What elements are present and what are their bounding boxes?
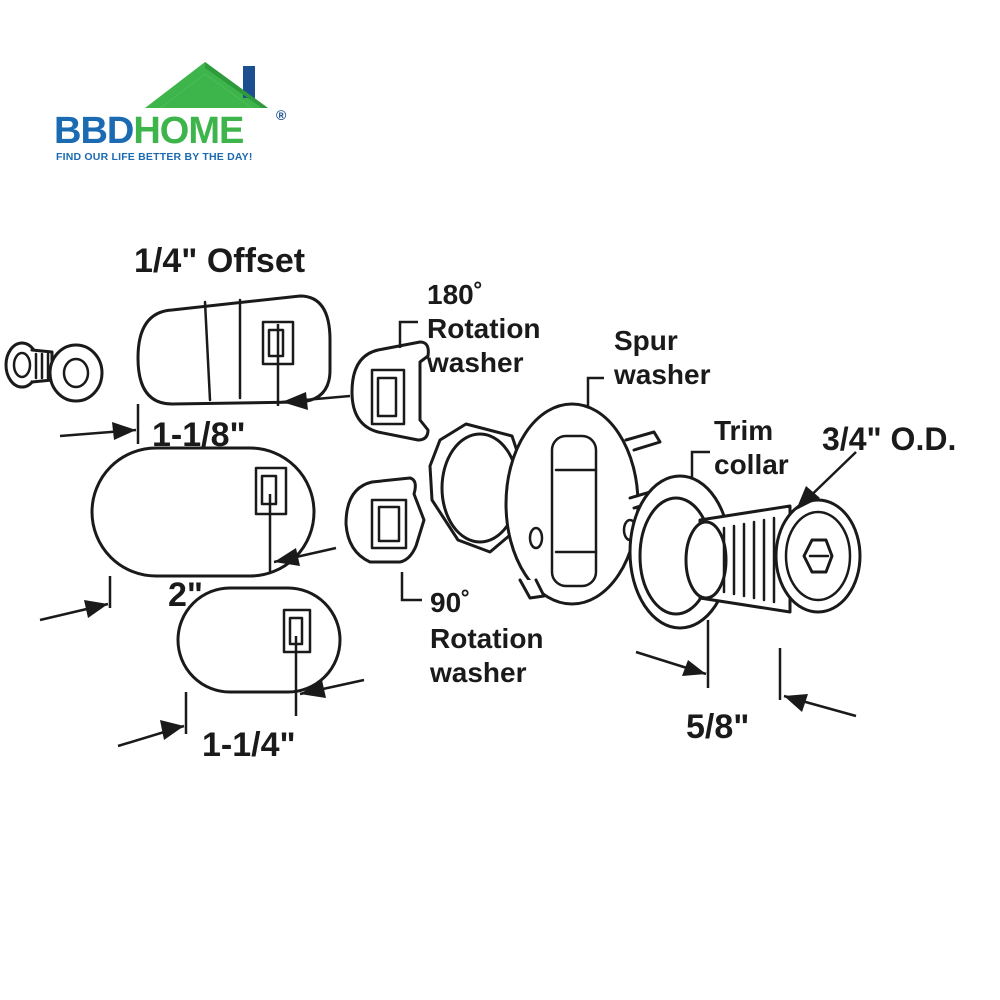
offset-title-label: 1/4" Offset [134, 242, 305, 280]
diagram-labels: 1/4" Offset 1-1/8" 2" 1-1/4" 180˚ Rotati… [134, 242, 956, 764]
offset-cam [136, 294, 332, 406]
spur-line1-label: Spur [614, 325, 678, 356]
trim-line2-label: collar [714, 449, 789, 480]
cylinder-length-label: 5/8" [686, 708, 749, 746]
cam-long-size-label: 2" [168, 576, 203, 614]
svg-text:BBDHOME: BBDHOME [54, 110, 243, 152]
cam-offset-size-label: 1-1/8" [152, 416, 246, 454]
washer-180-line1-label: Rotation [427, 313, 541, 344]
spur-washer [504, 402, 662, 606]
lock-cylinder [684, 498, 862, 614]
cam-short-size-label: 1-1/4" [202, 726, 296, 764]
washer-90-degrees-label: 90˚ [430, 587, 470, 618]
washer-180-line2-label: washer [426, 347, 524, 378]
registered-mark: ® [276, 107, 287, 123]
spur-line2-label: washer [613, 359, 711, 390]
short-cam [176, 586, 342, 694]
logo-tagline: FIND OUR LIFE BETTER BY THE DAY! [56, 151, 253, 163]
outer-diameter-label: 3/4" O.D. [822, 421, 956, 457]
callout-leaders [398, 320, 710, 602]
keyway-icon [802, 538, 834, 574]
screw [4, 341, 54, 389]
rotation-washer-90 [344, 476, 426, 564]
long-cam [90, 446, 316, 578]
logo-brand-home: HOME [133, 110, 243, 152]
house-roof-icon [145, 62, 268, 108]
washer-90-line1-label: Rotation [430, 623, 544, 654]
brand-logo: BBDHOME ® FIND OUR LIFE BETTER BY THE DA… [54, 62, 287, 163]
trim-line1-label: Trim [714, 415, 773, 446]
hex-nut [428, 422, 528, 554]
dimension-lines [39, 324, 857, 748]
shoulder-washer [48, 343, 104, 403]
washer-90-line2-label: washer [429, 657, 527, 688]
rotation-washer-180 [350, 340, 430, 442]
washer-180-degrees-label: 180˚ [427, 279, 483, 310]
logo-brand-bbd: BBD [54, 110, 133, 152]
